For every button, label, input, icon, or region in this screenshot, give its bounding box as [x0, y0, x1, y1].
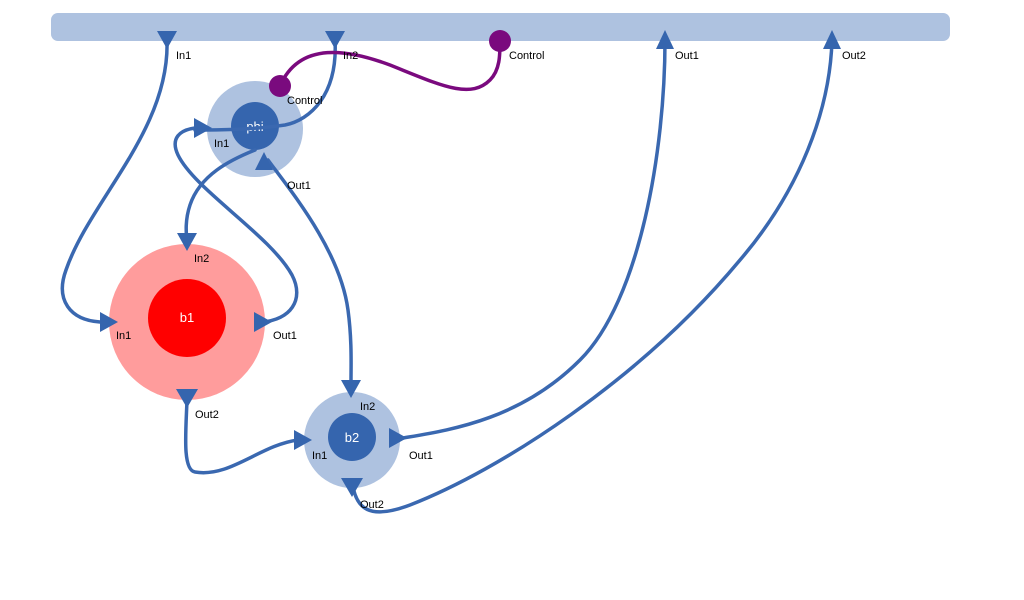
label-b2-out1: Out1	[409, 450, 433, 462]
outer-bar	[51, 13, 950, 41]
port-out1-arrow[interactable]	[656, 30, 674, 49]
label-phi-in1: In1	[214, 138, 229, 150]
control-dot-top[interactable]	[489, 30, 511, 52]
label-top-out2: Out2	[842, 50, 866, 62]
label-b1-in2: In2	[194, 253, 209, 265]
wire-in1-to-b1-in1[interactable]	[60, 38, 169, 324]
label-b2-out2: Out2	[360, 499, 384, 511]
label-phi-out1: Out1	[287, 180, 311, 192]
port-out2-arrow[interactable]	[823, 30, 841, 49]
b2-in1-arrow[interactable]	[294, 430, 312, 450]
port-in2-arrow[interactable]	[325, 31, 345, 49]
wire-b1-out2-to-b2-in1[interactable]	[183, 398, 300, 475]
node-b2[interactable]: b2	[304, 392, 400, 488]
label-top-in1: In1	[176, 50, 191, 62]
b1-core	[148, 279, 226, 357]
label-phi-control: Control	[287, 95, 322, 107]
wire-control[interactable]	[278, 39, 502, 92]
wire-phi-out1-to-b1-in2[interactable]	[184, 148, 257, 245]
port-in1-arrow[interactable]	[157, 31, 177, 49]
label-top-out1: Out1	[675, 50, 699, 62]
b1-in1-arrow[interactable]	[100, 312, 118, 332]
node-b1[interactable]: b1	[109, 244, 265, 400]
b1-out1-arrow[interactable]	[254, 312, 272, 332]
wire-b2-out1-to-out1[interactable]	[401, 38, 667, 440]
wire-b1-out1-to-phi-in1[interactable]	[173, 126, 299, 324]
wire-phi-out1-to-b2-in2[interactable]	[266, 158, 353, 382]
b2-in2-arrow[interactable]	[341, 380, 361, 398]
b2-out2-arrow[interactable]	[341, 478, 363, 497]
label-b1-out1: Out1	[273, 330, 297, 342]
phi-in1-arrow[interactable]	[194, 118, 212, 138]
label-top-in2: In2	[343, 50, 358, 62]
b2-core	[328, 413, 376, 461]
phi-core	[231, 102, 279, 150]
label-b1-out2: Out2	[195, 409, 219, 421]
wire-in2-to-phi-in1[interactable]	[193, 38, 337, 132]
control-dot-phi[interactable]	[269, 75, 291, 97]
phi-out1-arrow[interactable]	[255, 152, 273, 170]
label-top-control: Control	[509, 50, 544, 62]
label-b2-in2: In2	[360, 401, 375, 413]
b2-out1-arrow[interactable]	[389, 428, 407, 448]
wire-b2-out2-to-out2[interactable]	[350, 38, 834, 514]
label-b1-in1: In1	[116, 330, 131, 342]
label-b2-in1: In1	[312, 450, 327, 462]
b1-out2-arrow[interactable]	[176, 389, 198, 408]
b1-label: b1	[180, 310, 194, 325]
b2-label: b2	[345, 430, 359, 445]
b1-in2-arrow[interactable]	[177, 233, 197, 251]
